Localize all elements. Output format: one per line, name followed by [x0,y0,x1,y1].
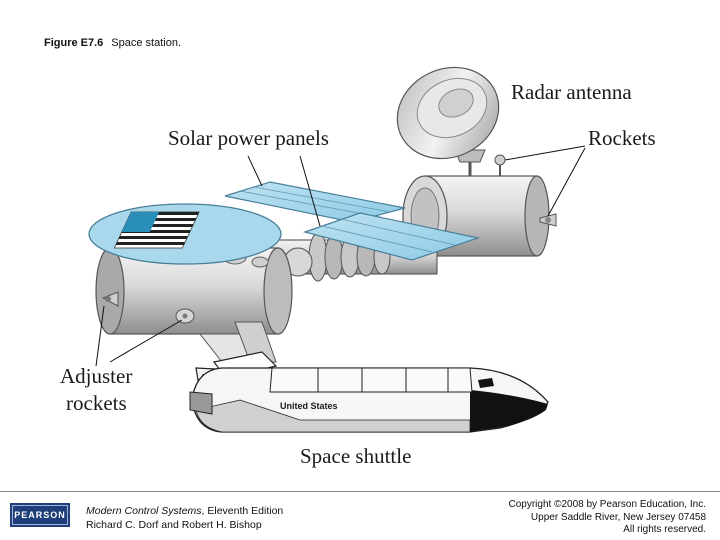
copyright-line-2: Upper Saddle River, New Jersey 07458 [530,511,706,523]
leader-solar-lower [299,155,321,227]
space-station-diagram: United States Radar antenna Solar power … [60,66,656,468]
leader-rockets-side [547,147,586,217]
book-edition: , Eleventh Edition [201,505,284,517]
leader-solar-upper [247,155,263,187]
copyright-line-1: Copyright ©2008 by Pearson Education, In… [508,499,707,510]
flag-disc [88,203,282,265]
label-adjuster-line2: rockets [66,391,127,415]
book-authors: Richard C. Dorf and Robert H. Bishop [86,519,262,531]
adjuster-rocket-left [101,291,119,307]
solar-panel-lower [302,212,481,261]
shuttle-marking: United States [280,401,338,411]
figure-title: Space station. [111,37,182,49]
us-flag [113,211,200,249]
adjuster-rocket-bottom [175,308,195,324]
book-title: Modern Control Systems [86,505,202,517]
label-rockets: Rockets [588,126,656,150]
solar-panel-upper [224,181,406,223]
pearson-logo: PEARSON [10,503,70,527]
side-rocket [539,213,557,227]
leader-adjuster-left [95,305,105,367]
space-shuttle: United States [189,351,549,433]
top-rocket [494,154,506,176]
book-citation: Modern Control Systems, Eleventh Edition… [86,504,283,532]
figure-number: Figure E7.6 [44,37,104,49]
leader-adjuster-bottom [109,319,183,363]
copyright-notice: Copyright ©2008 by Pearson Education, In… [509,499,707,537]
label-radar-antenna: Radar antenna [511,80,632,104]
footer-divider [0,491,720,492]
label-adjuster-line1: Adjuster [60,364,132,388]
leader-lines [95,145,586,367]
label-solar-power-panels: Solar power panels [168,126,329,150]
leader-rockets-top [504,145,586,161]
figure-caption: Figure E7.6 Space station. [44,37,181,49]
radar-antenna [396,66,500,178]
label-space-shuttle: Space shuttle [300,444,411,468]
copyright-line-3: All rights reserved. [623,524,706,535]
